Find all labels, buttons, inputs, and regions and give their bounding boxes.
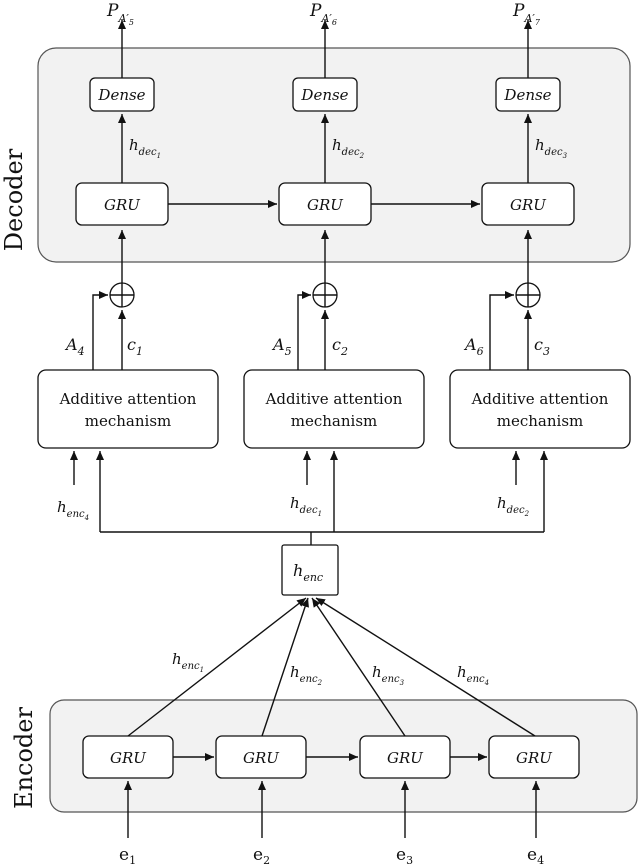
decoder-label: Decoder bbox=[0, 148, 28, 251]
attention-h-label-2: hdec1 bbox=[290, 494, 322, 518]
attention-label-1b: mechanism bbox=[85, 412, 171, 430]
attention-a-label-3: A6 bbox=[463, 335, 484, 358]
encoder-state-label: henc bbox=[293, 561, 323, 584]
output-label-3: PA′7 bbox=[512, 1, 541, 27]
decoder-gru-label-2: GRU bbox=[307, 196, 344, 214]
input-label-2: e2 bbox=[253, 845, 270, 866]
encoder-region bbox=[49, 699, 638, 813]
attention-block-3 bbox=[449, 369, 631, 449]
output-label-2: PA′6 bbox=[309, 1, 337, 27]
context-label-2: c2 bbox=[332, 335, 348, 358]
decoder-hidden-label-1: hdec1 bbox=[129, 136, 161, 160]
attention-label-3b: mechanism bbox=[497, 412, 583, 430]
decoder-hidden-label-2: hdec2 bbox=[332, 136, 365, 160]
attention-label-3a: Additive attention bbox=[471, 390, 609, 408]
dense-block-3 bbox=[495, 77, 561, 112]
encoder-state-box bbox=[281, 544, 339, 596]
encoder-label: Encoder bbox=[10, 707, 38, 809]
attention-a-label-2: A5 bbox=[271, 335, 292, 358]
decoder-gru-3 bbox=[481, 182, 575, 226]
encoder-gru-label-1: GRU bbox=[110, 749, 147, 767]
attention-label-2b: mechanism bbox=[291, 412, 377, 430]
input-label-3: e3 bbox=[396, 845, 413, 866]
encoder-gru-label-2: GRU bbox=[243, 749, 280, 767]
attention-h-label-1: henc4 bbox=[57, 498, 89, 522]
dense-label-2: Dense bbox=[300, 86, 348, 104]
attention-label-1a: Additive attention bbox=[59, 390, 197, 408]
encoder-hidden-label-2: henc2 bbox=[290, 663, 323, 687]
decoder-gru-label-3: GRU bbox=[510, 196, 547, 214]
dense-label-3: Dense bbox=[503, 86, 551, 104]
encoder-hidden-label-3: henc3 bbox=[372, 663, 405, 687]
encoder-gru-4 bbox=[488, 735, 580, 779]
encoder-hidden-label-4: henc4 bbox=[457, 663, 489, 687]
attention-label-2a: Additive attention bbox=[265, 390, 403, 408]
attention-h-label-3: hdec2 bbox=[497, 494, 530, 518]
attention-block-1 bbox=[37, 369, 219, 449]
dense-block-1 bbox=[89, 77, 155, 112]
encoder-gru-label-3: GRU bbox=[387, 749, 424, 767]
input-label-4: e4 bbox=[527, 845, 544, 866]
dense-label-1: Dense bbox=[97, 86, 145, 104]
encoder-hidden-label-1: henc1 bbox=[172, 650, 204, 674]
attention-block-2 bbox=[243, 369, 425, 449]
encoder-gru-label-4: GRU bbox=[516, 749, 553, 767]
input-label-1: e1 bbox=[119, 845, 136, 866]
context-label-1: c1 bbox=[127, 335, 143, 358]
output-label-1: PA′5 bbox=[106, 1, 134, 27]
decoder-gru-label-1: GRU bbox=[104, 196, 141, 214]
attention-a-label-1: A4 bbox=[64, 335, 85, 358]
context-label-3: c3 bbox=[534, 335, 550, 358]
dense-block-2 bbox=[292, 77, 358, 112]
decoder-hidden-label-3: hdec3 bbox=[535, 136, 568, 160]
